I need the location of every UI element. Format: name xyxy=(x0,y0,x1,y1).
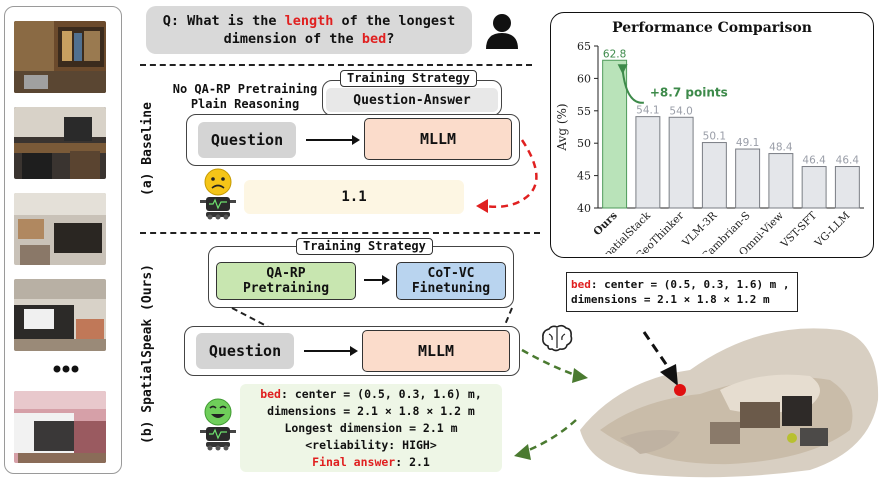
baseline-strategy-title: Training Strategy xyxy=(340,70,477,87)
baseline-note: No QA-RP Pretraining Plain Reasoning xyxy=(172,82,318,111)
happy-robot-icon xyxy=(200,398,236,451)
bar-vst-sft xyxy=(801,166,827,209)
video-frame-5 xyxy=(14,391,106,463)
category-label: VG-LLM xyxy=(812,209,853,250)
ours-section-label: (b) SpatialSpeak (Ours) xyxy=(140,263,155,444)
bar-value-label: 46.4 xyxy=(802,155,826,167)
bar-value-label: 54.1 xyxy=(636,105,659,117)
baseline-feedback-arrow xyxy=(476,139,538,213)
input-frames-panel xyxy=(4,6,122,474)
baseline-strategy-item: Question-Answer xyxy=(326,88,498,112)
question-bubble: Q: What is the length of the longest dim… xyxy=(146,6,472,54)
baseline-section-label: (a) Baseline xyxy=(140,102,155,196)
ours-question-box: Question xyxy=(196,333,294,369)
bar-geothinker xyxy=(668,116,694,209)
bar-value-label: 46.4 xyxy=(836,155,860,167)
bar-cambrian-s xyxy=(735,148,761,209)
ours-strategy-title: Training Strategy xyxy=(296,238,433,255)
bar-value-label: 49.1 xyxy=(736,137,759,149)
bar-value-label: 54.0 xyxy=(669,105,692,117)
bar-omni-view xyxy=(768,153,794,209)
y-axis-title: Avg (%) xyxy=(555,103,569,151)
y-tick-label: 40 xyxy=(577,202,591,215)
category-label: Ours xyxy=(591,210,620,239)
more-frames-ellipsis xyxy=(53,365,79,373)
chart-title: Performance Comparison xyxy=(612,20,812,36)
video-frame-4 xyxy=(14,279,106,351)
baseline-answer: 1.1 xyxy=(244,180,464,214)
video-frame-1 xyxy=(14,21,106,93)
baseline-question-box: Question xyxy=(198,122,296,158)
brain-icon xyxy=(542,324,573,352)
baseline-mllm-box: MLLM xyxy=(364,118,512,160)
category-label: VST-SFT xyxy=(778,210,819,251)
question-text: Q: What is the length of the longest dim… xyxy=(162,13,456,47)
improvement-annotation: +8.7 points xyxy=(650,86,728,100)
point-cloud-scene xyxy=(580,328,879,478)
y-tick-label: 45 xyxy=(577,170,591,183)
sad-robot-icon xyxy=(200,168,236,220)
y-tick-label: 50 xyxy=(577,137,591,150)
section-divider-middle xyxy=(140,232,540,234)
bar-value-label: 50.1 xyxy=(703,131,726,143)
baseline-arrow-icon xyxy=(306,135,360,145)
improvement-arrow xyxy=(621,70,644,104)
ours-mllm-box: MLLM xyxy=(362,330,510,372)
user-icon xyxy=(486,14,518,49)
bar-vg-llm xyxy=(834,166,860,209)
y-tick-label: 65 xyxy=(577,40,591,53)
ours-arrow-icon xyxy=(304,346,358,356)
green-flow-arrows xyxy=(514,348,588,460)
bar-value-label: 48.4 xyxy=(769,142,793,154)
bar-ours xyxy=(602,59,628,209)
stage-arrow-icon xyxy=(364,275,390,285)
bar-value-label: 62.8 xyxy=(603,48,626,60)
section-divider-top xyxy=(140,64,532,66)
video-frame-2 xyxy=(14,107,106,179)
improvement-arrow-head xyxy=(617,64,628,75)
pointcloud-callout: bed: center = (0.5, 0.3, 1.6) m , dimens… xyxy=(566,272,798,312)
y-tick-label: 60 xyxy=(577,72,591,85)
y-tick-label: 55 xyxy=(577,105,591,118)
bar-spatialstack xyxy=(635,116,661,209)
video-frame-3 xyxy=(14,193,106,265)
ours-answer-box: bed: center = (0.5, 0.3, 1.6) m, dimensi… xyxy=(240,384,502,472)
bar-vlm-3r xyxy=(701,142,727,209)
